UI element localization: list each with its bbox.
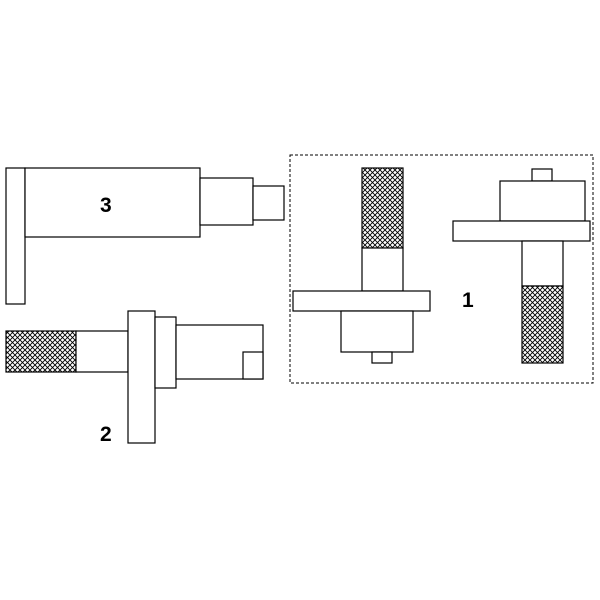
tool-2: 2	[5, 310, 264, 446]
tool-1b	[452, 168, 591, 364]
tool-1a-shaft	[361, 247, 404, 292]
tool-3-plate	[5, 167, 26, 305]
tool-2-collar	[154, 316, 177, 389]
tool-1b-body	[499, 180, 586, 222]
tool-1b-shaft	[521, 240, 564, 287]
tool-1a-flange	[292, 290, 431, 312]
tool-2-handle-shaft	[75, 330, 129, 373]
tool-3: 3	[5, 167, 285, 305]
tool-2-label: 2	[100, 423, 112, 446]
tool-2-knurled-grip	[5, 330, 77, 373]
tool-1b-knurled-grip	[521, 285, 564, 364]
tool-1-group-frame	[289, 154, 594, 384]
tool-1-set: 1	[289, 154, 594, 384]
tool-1b-flange	[452, 220, 591, 242]
tool-3-label: 3	[100, 194, 112, 217]
tool-2-flange	[127, 310, 156, 444]
tool-3-body	[24, 167, 201, 238]
tool-1a-knurled-grip	[361, 167, 404, 249]
tool-3-shaft	[199, 177, 254, 226]
tool-2-notch	[242, 351, 264, 380]
tool-1a-body	[340, 310, 414, 353]
tool-3-tip	[252, 185, 285, 221]
tool-1a	[292, 167, 431, 364]
tool-1-label: 1	[462, 289, 474, 312]
tool-1b-tip	[531, 168, 553, 182]
tool-1a-tip	[371, 351, 393, 364]
